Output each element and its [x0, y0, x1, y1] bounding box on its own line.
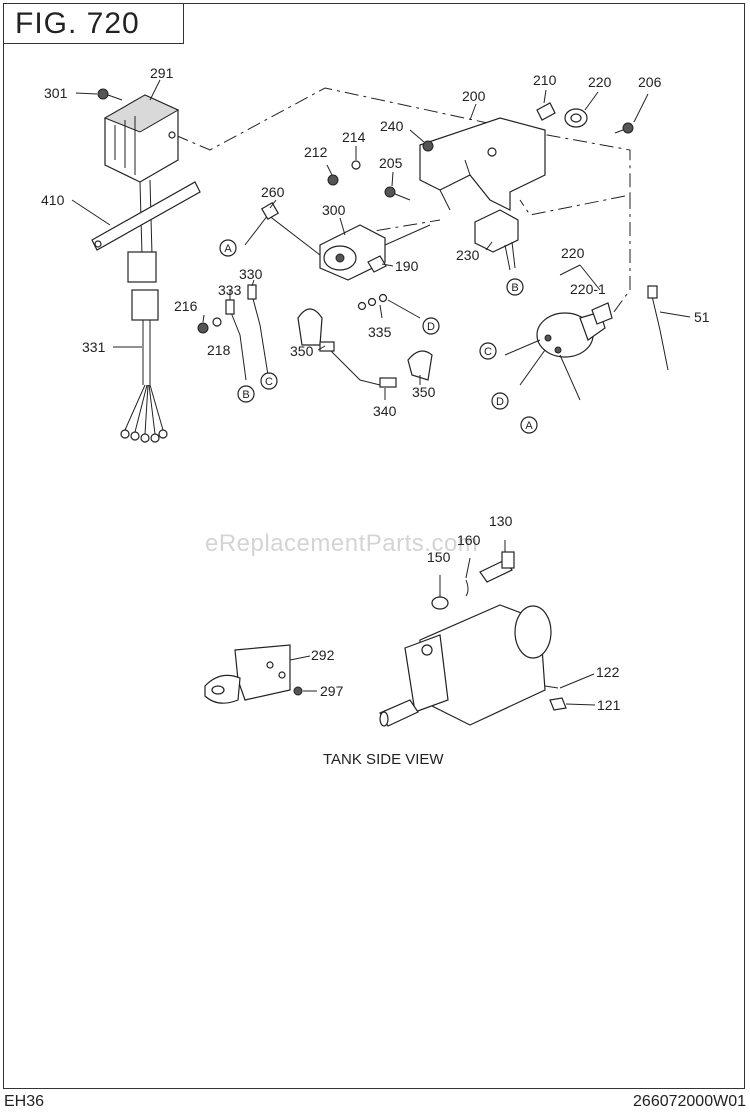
svg-text:C: C — [265, 376, 273, 388]
connector-b-right: B — [506, 278, 524, 296]
key-part-190 — [367, 255, 387, 273]
svg-text:B: B — [511, 282, 518, 294]
svg-text:D: D — [427, 321, 435, 333]
wire-part-333 — [225, 299, 247, 381]
callout-150: 150 — [427, 549, 451, 565]
connector-d-right: D — [491, 392, 509, 410]
callout-292: 292 — [311, 647, 335, 663]
nut-part-121 — [549, 697, 567, 711]
svg-text:C: C — [484, 346, 492, 358]
key-part-220-1 — [591, 302, 613, 325]
relay-part-230 — [474, 209, 519, 271]
harness-part-331 — [120, 179, 168, 443]
callout-190: 190 — [395, 258, 419, 274]
connector-d-center: D — [422, 317, 440, 335]
key-switch-part-300 — [319, 224, 431, 281]
drawing-code: 266072000W01 — [633, 1093, 746, 1110]
callout-210: 210 — [533, 72, 557, 88]
callout-230: 230 — [456, 247, 480, 263]
connector-c-right: C — [479, 342, 497, 360]
washers-part-335 — [357, 293, 421, 319]
callout-122: 122 — [596, 664, 620, 680]
callout-51: 51 — [694, 309, 710, 325]
callout-350: 350 — [290, 343, 314, 359]
callout-300: 300 — [322, 202, 346, 218]
screw-part-297 — [293, 686, 303, 696]
starter-switch-part-220 — [504, 311, 606, 401]
callout-335: 335 — [368, 324, 392, 340]
connector-a-right: A — [520, 416, 538, 434]
callout-121: 121 — [597, 697, 621, 713]
figure-title: FIG. 720 — [3, 3, 184, 44]
callout-216: 216 — [174, 298, 198, 314]
callout-240: 240 — [380, 118, 404, 134]
callout-200: 200 — [462, 88, 486, 104]
view-caption: TANK SIDE VIEW — [323, 751, 444, 768]
callout-220: 220 — [588, 74, 612, 90]
leader-dash-regulator — [174, 87, 521, 151]
wire-part-51 — [647, 285, 669, 371]
callout-410: 410 — [41, 192, 65, 208]
svg-text:A: A — [224, 243, 232, 255]
wire-part-340 — [319, 341, 397, 388]
connector-b-left: B — [237, 385, 255, 403]
callout-130: 130 — [489, 513, 513, 529]
callout-218: 218 — [207, 342, 231, 358]
callout-297: 297 — [320, 683, 344, 699]
strap-part-410 — [91, 181, 201, 251]
connector-a-left: A — [219, 239, 237, 257]
nut-part-220 — [564, 108, 588, 128]
nut-part-212 — [327, 174, 339, 186]
svg-text:D: D — [496, 396, 504, 408]
bolt-part-130 — [479, 551, 515, 583]
bolt-part-240 — [422, 140, 434, 152]
callout-160: 160 — [457, 532, 481, 548]
cap-part-350-second — [407, 350, 433, 381]
callout-205: 205 — [379, 155, 403, 171]
wire-part-260 — [244, 201, 321, 256]
bracket-part-292 — [204, 644, 291, 704]
svg-text:B: B — [242, 389, 249, 401]
connector-c-left: C — [260, 372, 278, 390]
callout-labels: 301 291 410 331 216 218 333 330 260 212 … — [41, 65, 710, 713]
callout-350-second: 350 — [412, 384, 436, 400]
callout-212: 212 — [304, 144, 328, 160]
callout-214: 214 — [342, 129, 366, 145]
callout-220-1: 220-1 — [570, 281, 606, 297]
screw-part-301 — [97, 88, 123, 101]
wire-part-330 — [247, 284, 269, 376]
svg-text:A: A — [525, 420, 533, 432]
washer-part-122 — [544, 685, 559, 689]
nut-part-216 — [197, 322, 209, 334]
callout-331: 331 — [82, 339, 106, 355]
watermark: eReplacementParts.com — [205, 530, 479, 557]
callout-333: 333 — [218, 282, 242, 298]
callout-330: 330 — [239, 266, 263, 282]
leader-lines — [71, 79, 691, 706]
leader-dash-switch — [607, 195, 631, 321]
bolt-part-205 — [384, 186, 411, 201]
washer-part-160 — [465, 579, 469, 597]
bracket-part-200 — [419, 117, 546, 211]
washer-part-214 — [351, 160, 361, 170]
model-number: EH36 — [4, 1093, 45, 1110]
washer-part-150 — [431, 596, 449, 610]
callout-220-switch: 220 — [561, 245, 585, 261]
screw-part-206 — [614, 122, 634, 134]
connector-markers: A B C B D C D A — [219, 239, 538, 434]
grommet-part-210 — [536, 102, 556, 121]
callout-301: 301 — [44, 85, 68, 101]
callout-260: 260 — [261, 184, 285, 200]
cap-part-350 — [297, 308, 323, 346]
callout-206: 206 — [638, 74, 662, 90]
callout-291: 291 — [150, 65, 174, 81]
regulator-part-291 — [103, 94, 180, 183]
starter-motor — [379, 604, 552, 727]
washer-part-218 — [212, 317, 222, 327]
callout-340: 340 — [373, 403, 397, 419]
drawing-frame — [3, 3, 745, 1089]
